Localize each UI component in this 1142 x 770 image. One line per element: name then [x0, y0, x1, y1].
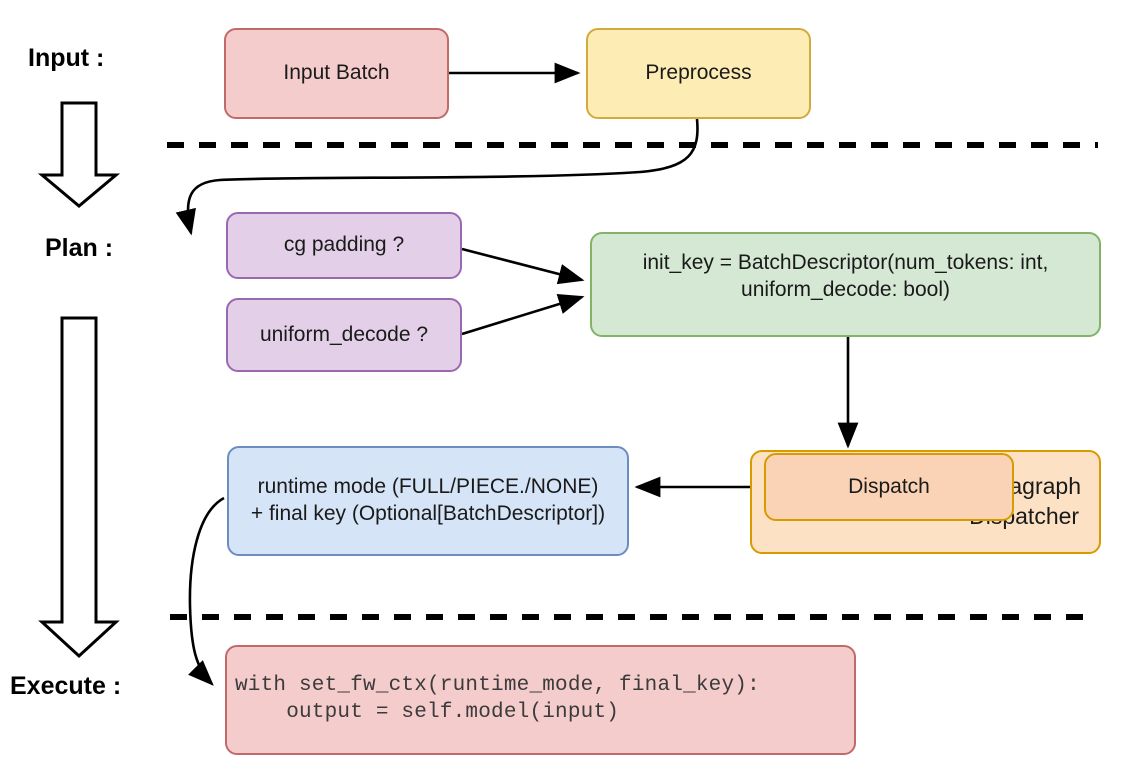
stage-arrow-input-to-plan — [37, 101, 121, 208]
edge-cg-padding-to-init-key — [461, 247, 585, 285]
stage-label-input: Input : — [28, 44, 105, 72]
node-dispatch[interactable]: Dispatch — [764, 453, 1014, 521]
edge-preprocess-to-cg-padding — [175, 118, 699, 236]
node-execute-code-line2: output = self.model(input) — [235, 701, 620, 724]
node-uniform-decode-label: uniform_decode ? — [259, 322, 429, 346]
edge-runtime-mode-to-execute-code — [188, 496, 225, 686]
node-runtime-mode-line2: + final key (Optional[BatchDescriptor]) — [250, 502, 606, 525]
edge-uniform-decode-to-init-key — [461, 293, 585, 336]
node-input-batch-label: Input Batch — [283, 61, 390, 85]
node-init-key[interactable]: init_key = BatchDescriptor(num_tokens: i… — [590, 232, 1101, 337]
node-init-key-line2: uniform_decode: bool) — [741, 277, 950, 301]
node-uniform-decode[interactable]: uniform_decode ? — [226, 298, 462, 372]
node-execute-code-line1: with set_fw_ctx(runtime_mode, final_key)… — [235, 674, 760, 698]
node-preprocess[interactable]: Preprocess — [586, 28, 811, 119]
node-init-key-line1: init_key = BatchDescriptor(num_tokens: i… — [642, 251, 1049, 274]
node-execute-code[interactable]: with set_fw_ctx(runtime_mode, final_key)… — [225, 645, 856, 755]
node-dispatch-label: Dispatch — [848, 474, 930, 498]
stage-label-plan: Plan : — [45, 234, 114, 262]
node-preprocess-label: Preprocess — [645, 61, 752, 85]
node-runtime-mode[interactable]: runtime mode (FULL/PIECE./NONE) + final … — [227, 446, 629, 556]
node-input-batch[interactable]: Input Batch — [224, 28, 449, 119]
node-cg-padding-label: cg padding ? — [283, 233, 405, 257]
node-runtime-mode-line1: runtime mode (FULL/PIECE./NONE) — [257, 475, 599, 499]
stage-arrow-plan-to-execute — [38, 316, 120, 659]
stage-label-execute: Execute : — [10, 672, 122, 700]
node-cg-padding[interactable]: cg padding ? — [226, 212, 462, 279]
